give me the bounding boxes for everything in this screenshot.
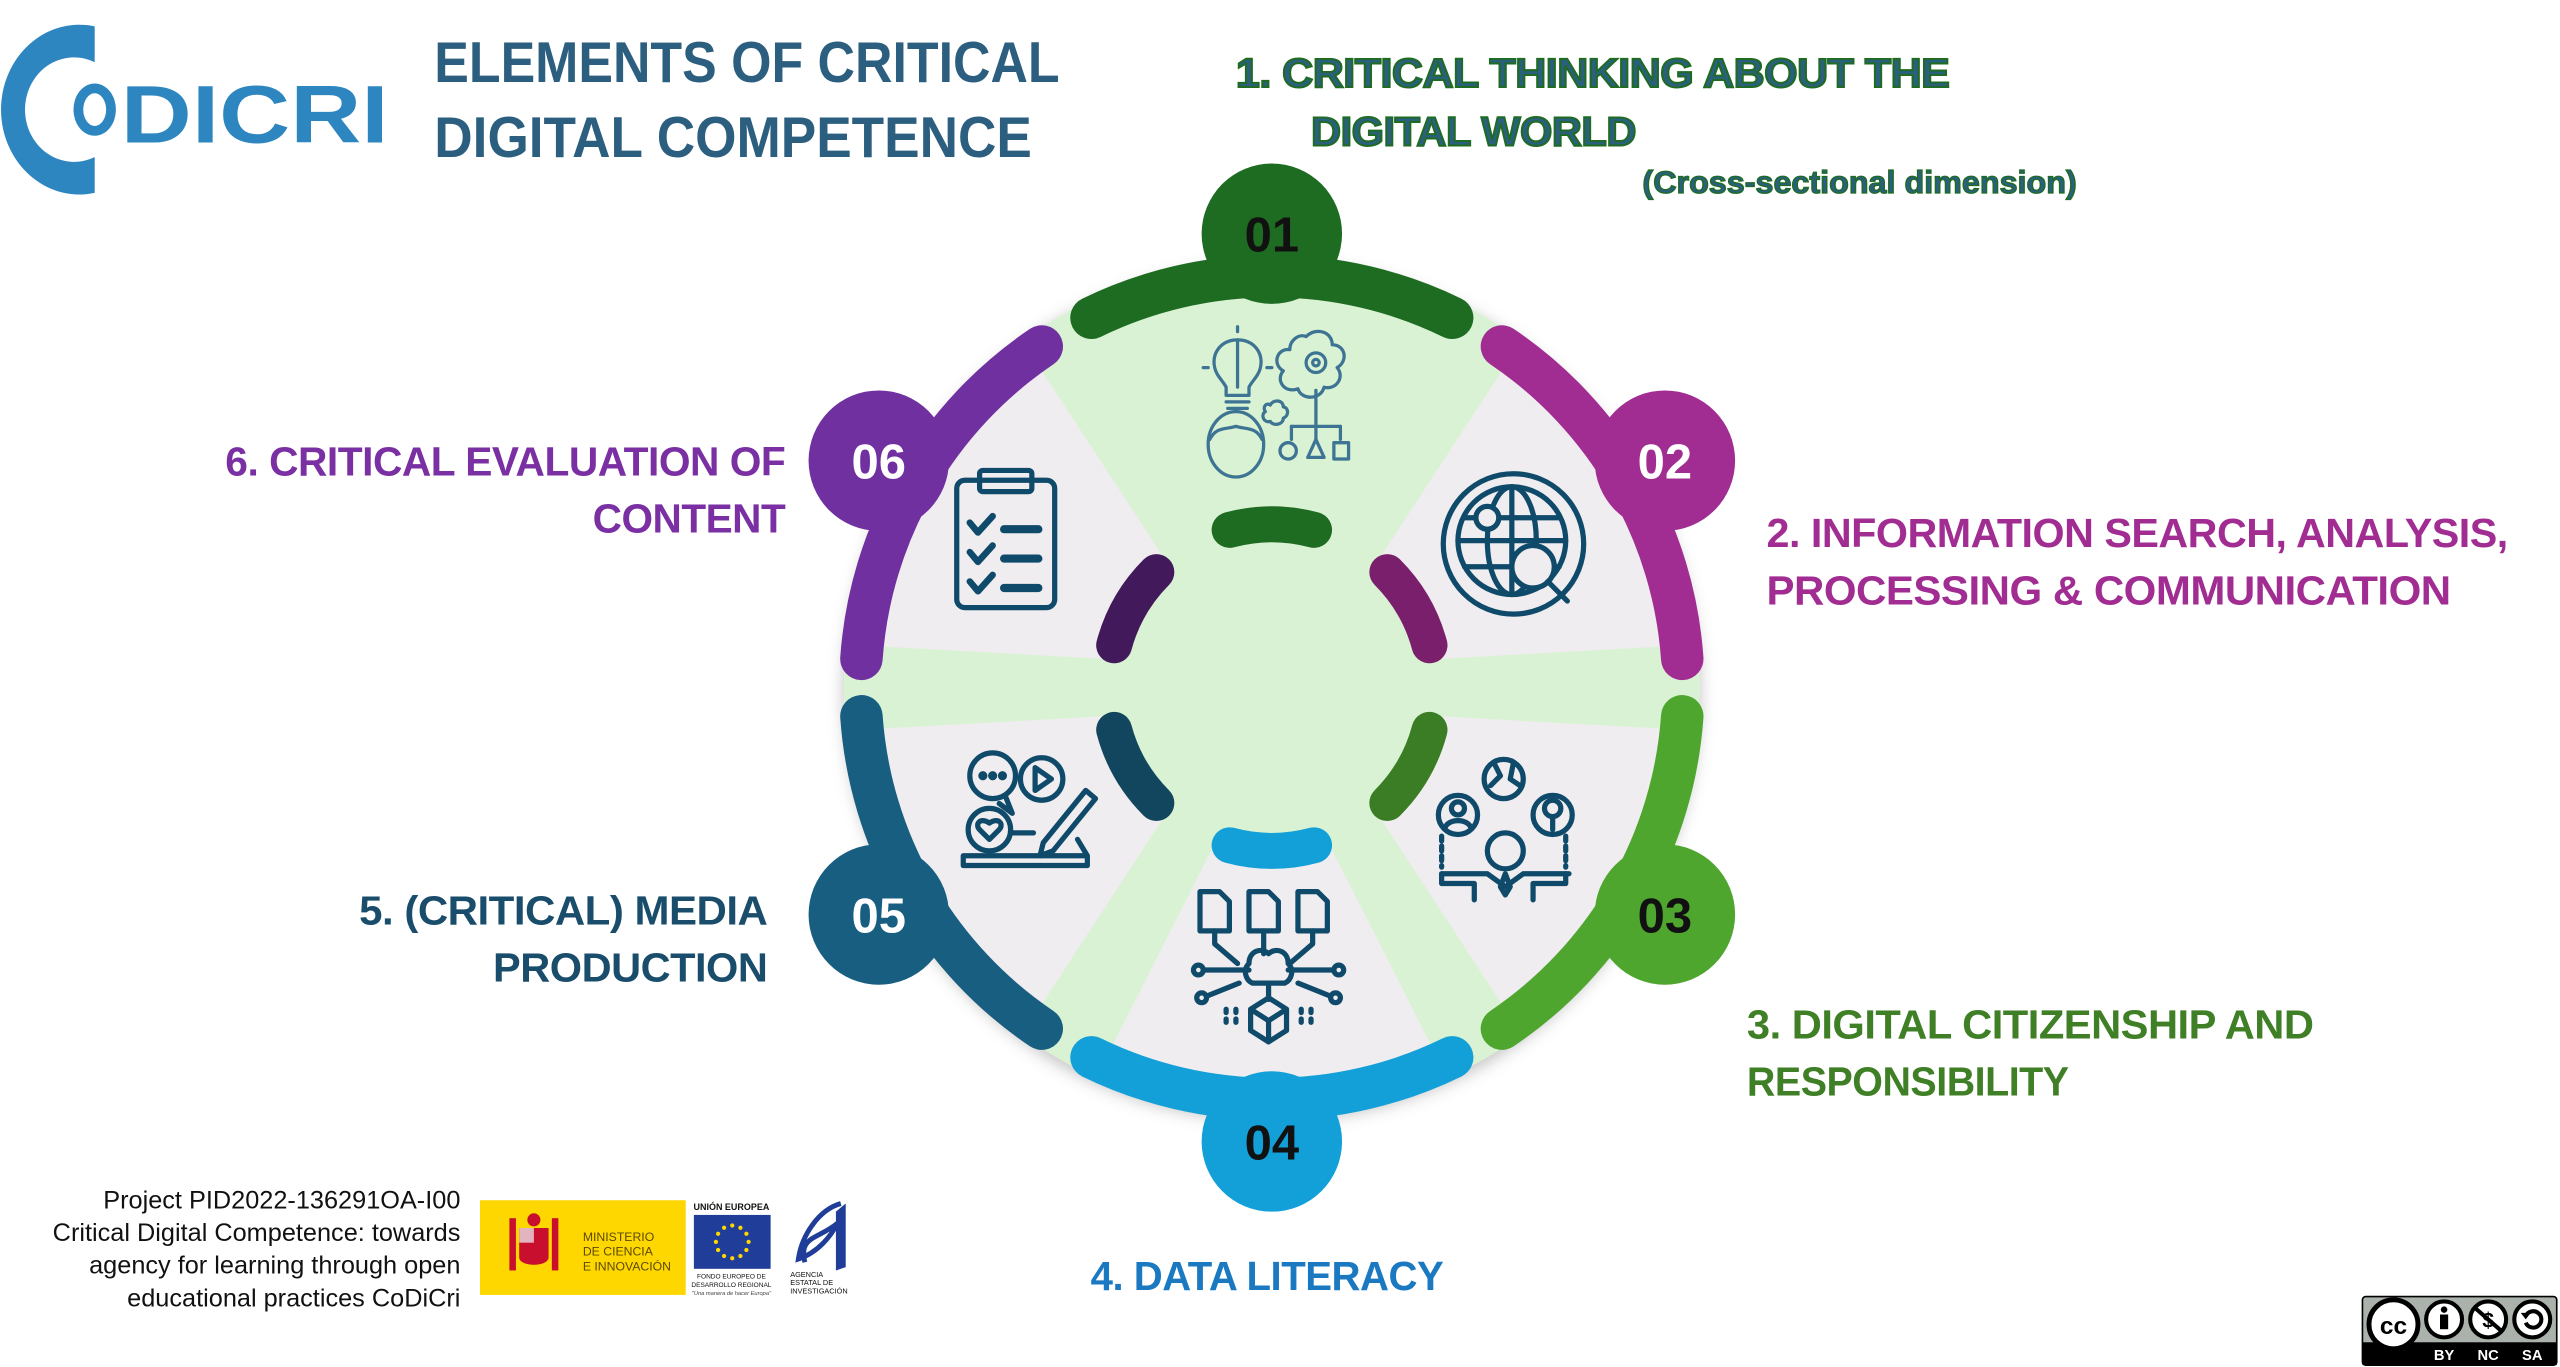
element-6-label-line-2: CONTENT <box>593 495 786 541</box>
wheel-segment-02 <box>1376 370 1662 660</box>
page-title-line-2: DIGITAL COMPETENCE <box>434 106 1032 170</box>
citizenship-icon <box>1435 756 1575 903</box>
eu-star <box>730 1223 735 1228</box>
eu-flag-icon <box>693 1214 771 1269</box>
agency-e-icon <box>795 1201 842 1263</box>
agency-logo: AGENCIA ESTATAL DE INVESTIGACIÓN <box>790 1201 848 1295</box>
wheel-segments <box>882 370 1662 1080</box>
element-1-note: (Cross-sectional dimension) <box>1642 165 2076 200</box>
number-label-05: 05 <box>852 889 906 943</box>
license-sa: SA <box>2522 1348 2543 1364</box>
number-label-01: 01 <box>1245 209 1299 263</box>
page-title-line-1: ELEMENTS OF CRITICAL <box>434 31 1059 95</box>
number-bubble-01[interactable] <box>1201 163 1343 304</box>
element-6-label-line-1: 6. CRITICAL EVALUATION OF <box>225 438 785 484</box>
project-line-2: Critical Digital Competence: towards <box>53 1219 461 1247</box>
agency-line-3: INVESTIGACIÓN <box>790 1286 847 1295</box>
inner-arc-04 <box>1211 827 1333 869</box>
eu-stars <box>713 1223 751 1261</box>
element-1-label-line-2: DIGITAL WORLD <box>1311 109 1636 155</box>
element-3-label-line-1: 3. DIGITAL CITIZENSHIP AND <box>1747 1002 2314 1048</box>
ministry-line-3: E INNOVACIÓN <box>583 1258 671 1273</box>
eu-line-2: DESARROLLO REGIONAL <box>691 1282 771 1289</box>
number-bubble-04[interactable] <box>1201 1071 1343 1212</box>
data-brain-icon <box>1190 889 1347 1045</box>
agency-line-2: ESTATAL DE <box>790 1278 833 1287</box>
element-3-label-line-2: RESPONSIBILITY <box>1747 1059 2069 1105</box>
element-2-label-line-1: 2. INFORMATION SEARCH, ANALYSIS, <box>1767 510 2508 556</box>
number-label-06: 06 <box>852 436 906 490</box>
critical-thinking-icon <box>1201 325 1351 479</box>
element-1-label: 1. CRITICAL THINKING ABOUT THE DIGITAL W… <box>1235 49 2077 201</box>
project-line-1: Project PID2022-136291OA-I00 <box>103 1186 460 1214</box>
wheel-segment-05 <box>882 715 1167 1005</box>
inner-arc-06 <box>1096 554 1175 664</box>
inner-arc-02 <box>1369 554 1448 664</box>
project-credit: Project PID2022-136291OA-I00 Critical Di… <box>53 1186 461 1312</box>
eu-star <box>721 1225 727 1230</box>
eu-line-1: FONDO EUROPEO DE <box>697 1274 766 1281</box>
number-bubble-06[interactable] <box>808 390 949 531</box>
number-bubble-05[interactable] <box>808 844 949 985</box>
license-nc: NC <box>2478 1348 2500 1364</box>
eu-star <box>721 1253 727 1259</box>
globe-search-icon <box>1440 471 1587 617</box>
element-4-label: 4. DATA LITERACY <box>1091 1253 1444 1299</box>
wheel-number-bubbles: 01 02 03 04 05 06 <box>808 163 1736 1212</box>
element-5-label-line-1: 5. (CRITICAL) MEDIA <box>359 887 767 933</box>
ministry-line-2: DE CIENCIA <box>583 1245 654 1259</box>
element-5-label-line-2: PRODUCTION <box>493 944 767 990</box>
sharealike-icon <box>2512 1299 2553 1340</box>
spain-coat-of-arms-icon <box>509 1213 559 1271</box>
ministry-logo: MINISTERIO DE CIENCIA E INNOVACIÓN <box>480 1200 686 1295</box>
eu-star <box>744 1231 749 1236</box>
checklist-clipboard-icon <box>954 467 1058 611</box>
wheel-segment-04 <box>1112 841 1432 1080</box>
eu-logo: UNIÓN EUROPEA FONDO EUROPEO DE DESARROLL… <box>691 1201 772 1297</box>
logo-text: DICRI <box>121 69 389 160</box>
agency-bar <box>835 1203 846 1271</box>
eu-star <box>730 1256 735 1261</box>
number-label-02: 02 <box>1638 436 1692 490</box>
logo-o-core <box>83 93 107 126</box>
eu-star <box>744 1247 749 1253</box>
eu-star <box>738 1225 743 1230</box>
element-2-label-line-2: PROCESSING & COMMUNICATION <box>1767 567 2451 613</box>
project-line-3: agency for learning through open <box>89 1252 460 1280</box>
eu-star <box>713 1239 719 1244</box>
license-by: BY <box>2434 1348 2455 1364</box>
wheel-segment-06 <box>882 370 1167 660</box>
agency-line-1: AGENCIA <box>790 1270 823 1279</box>
cc-license-badge[interactable]: cc $ BY NC SA <box>2361 1295 2558 1366</box>
number-label-04: 04 <box>1245 1116 1299 1170</box>
logo-c-shape <box>1 24 95 195</box>
svg-text:cc: cc <box>2380 1313 2407 1340</box>
number-bubble-02[interactable] <box>1594 390 1736 531</box>
eu-star <box>715 1247 721 1253</box>
eu-star <box>746 1239 751 1244</box>
eu-star <box>738 1253 743 1259</box>
number-bubble-03[interactable] <box>1594 844 1736 985</box>
eu-motto: "Una manera de hacer Europa" <box>692 1291 772 1297</box>
ministry-line-1: MINISTERIO <box>583 1230 654 1244</box>
eu-heading: UNIÓN EUROPEA <box>694 1201 770 1212</box>
number-label-03: 03 <box>1638 889 1692 943</box>
competence-wheel: 01 02 03 04 05 06 <box>808 163 1736 1212</box>
codicri-logo: DICRI <box>1 24 389 195</box>
inner-arc-01 <box>1211 506 1333 548</box>
cc-icon <box>2366 1297 2421 1352</box>
inner-arc-05 <box>1096 711 1175 821</box>
eu-star <box>715 1231 721 1236</box>
media-production-icon <box>960 750 1099 869</box>
project-line-4: educational practices CoDiCri <box>127 1284 460 1312</box>
element-1-label-line-1: 1. CRITICAL THINKING ABOUT THE <box>1236 50 1949 96</box>
inner-arc-03 <box>1369 711 1448 821</box>
